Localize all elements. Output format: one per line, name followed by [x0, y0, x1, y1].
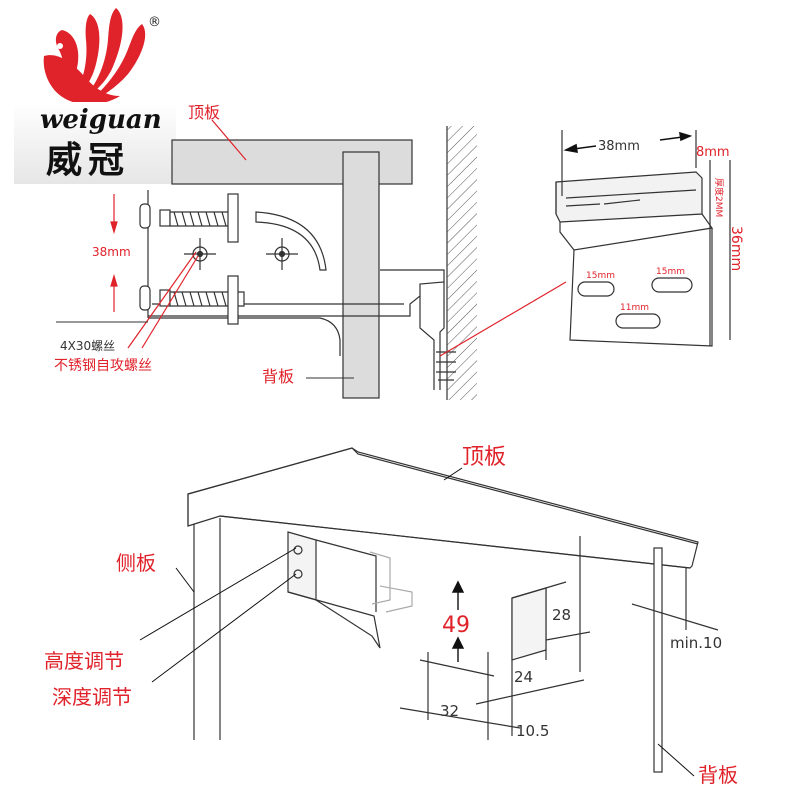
logo-chinese-name: 威冠: [46, 139, 130, 181]
screw-size-label: 4X30螺丝: [60, 339, 115, 353]
dim-24-label: 24: [514, 668, 533, 686]
height-adjust-leader: [139, 547, 297, 641]
detail-thickness-label: 厚度2MM: [713, 178, 725, 217]
perspective-view: [187, 447, 719, 773]
screw-leader-2: [141, 255, 199, 349]
detail-width-label: 38mm: [598, 139, 640, 154]
screw-type-label: 不锈钢自攻螺丝: [54, 358, 152, 374]
mount-plate: [511, 587, 547, 661]
height-dim-label: 38mm: [92, 245, 131, 259]
logo-wordmark: weiguan: [40, 105, 162, 135]
detail-leader: [439, 281, 567, 357]
height-adjust-label: 高度调节: [44, 649, 124, 673]
slot-bottom-label: 11mm: [620, 303, 649, 313]
depth-adjust-leader: [151, 573, 297, 683]
bracket-detail-view: [555, 130, 731, 347]
detail-height-label: 36mm: [728, 226, 744, 271]
hinge-plate: [287, 531, 317, 601]
screw-leader-1: [127, 251, 197, 349]
brand-logo: ® weiguan 威冠: [14, 8, 176, 184]
depth-adjust-label: 深度调节: [52, 685, 132, 709]
dim-32-label: 32: [440, 702, 459, 720]
bracket-body: [148, 269, 445, 356]
dim-min10-label: min.10: [670, 634, 722, 652]
logo-band: [14, 102, 176, 184]
top-panel-label-2: 顶板: [462, 445, 506, 470]
back-panel-label-2: 背板: [698, 763, 738, 787]
side-panel-leader: [175, 567, 195, 593]
slot-right: [651, 277, 693, 293]
slot-right-label: 15mm: [656, 267, 685, 277]
back-panel-label: 背板: [262, 367, 294, 386]
detail-depth-label: 8mm: [696, 145, 730, 160]
adjust-hole-left: [184, 238, 216, 270]
top-panel-leader-2: [443, 467, 463, 481]
side-section-view: [139, 126, 477, 400]
cabinet-top-panel: [187, 447, 699, 569]
back-panel-leader: [657, 743, 695, 777]
top-panel-label: 顶板: [188, 103, 220, 122]
dim-49-label: 49: [442, 613, 470, 638]
top-panel-leader: [211, 119, 247, 161]
registered-mark: ®: [148, 15, 161, 30]
wall-hatch: [447, 126, 477, 400]
slot-left-label: 15mm: [586, 271, 615, 281]
dim-28-label: 28: [552, 606, 571, 624]
back-panel-shape: [342, 151, 380, 399]
logo-bird-icon: [43, 8, 146, 105]
adjust-hole-right: [266, 238, 298, 270]
side-panel-label: 侧板: [116, 551, 156, 575]
slot-bottom: [615, 313, 661, 329]
back-panel-post: [653, 547, 663, 773]
dim-10-5-label: 10.5: [516, 722, 549, 740]
slot-left: [577, 281, 615, 297]
